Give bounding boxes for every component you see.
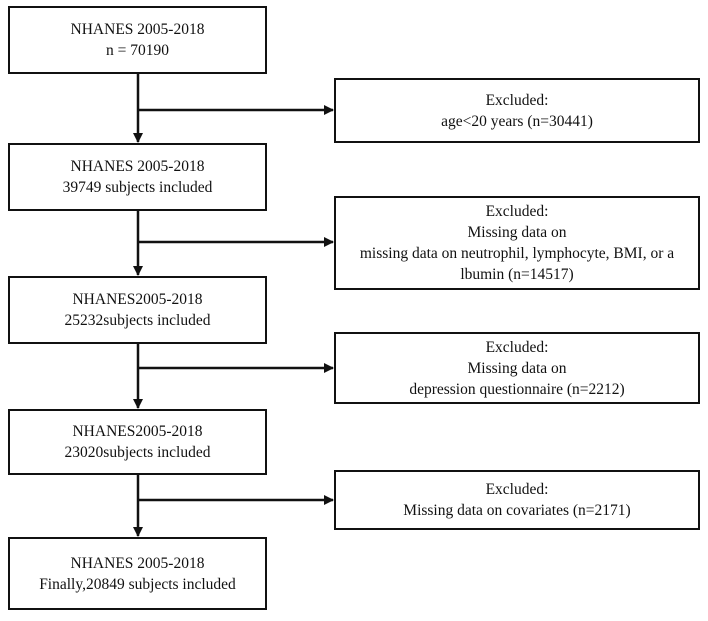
main-box-1-line-2: n = 70190 bbox=[106, 42, 169, 59]
excluded-box-2: Excluded: Missing data on missing data o… bbox=[334, 196, 700, 290]
excluded-box-4-line-2: Missing data on covariates (n=2171) bbox=[403, 502, 631, 519]
main-box-2-line-1: NHANES 2005-2018 bbox=[70, 158, 205, 175]
excluded-box-3-line-1: Excluded: bbox=[485, 338, 549, 356]
main-box-2-line-2: 39749 subjects included bbox=[62, 179, 213, 196]
excluded-box-4-line-1: Excluded: bbox=[485, 481, 549, 498]
main-box-2: NHANES 2005-2018 39749 subjects included bbox=[8, 143, 267, 211]
excluded-box-1: Excluded: age<20 years (n=30441) bbox=[334, 78, 700, 143]
main-box-3-line-2: 25232subjects included bbox=[64, 312, 211, 329]
excluded-box-2-line-1: Excluded: bbox=[485, 203, 549, 220]
excluded-box-4: Excluded: Missing data on covariates (n=… bbox=[334, 470, 700, 530]
excluded-box-3: Excluded: Missing data on depression que… bbox=[334, 332, 700, 404]
excluded-box-2-line-4: lbumin (n=14517) bbox=[460, 266, 574, 283]
excluded-box-2-line-3: missing data on neutrophil, lymphocyte, … bbox=[359, 245, 675, 262]
main-box-1-line-1: NHANES 2005-2018 bbox=[70, 21, 205, 38]
excluded-box-1-line-2: age<20 years (n=30441) bbox=[441, 112, 593, 130]
main-box-3: NHANES2005-2018 25232subjects included bbox=[8, 276, 267, 344]
excluded-box-3-line-2: Missing data on bbox=[467, 359, 567, 377]
main-box-5-line-2: Finally,20849 subjects included bbox=[39, 575, 236, 593]
excluded-box-2-line-2: Missing data on bbox=[467, 224, 567, 241]
main-box-5: NHANES 2005-2018 Finally,20849 subjects … bbox=[8, 537, 267, 610]
excluded-box-1-line-1: Excluded: bbox=[485, 91, 549, 109]
main-box-5-line-1: NHANES 2005-2018 bbox=[70, 554, 205, 572]
main-box-4-line-1: NHANES2005-2018 bbox=[72, 423, 203, 440]
main-box-1: NHANES 2005-2018 n = 70190 bbox=[8, 6, 267, 74]
main-box-3-line-1: NHANES2005-2018 bbox=[72, 291, 203, 308]
main-box-4-line-2: 23020subjects included bbox=[64, 444, 211, 461]
excluded-box-3-line-3: depression questionnaire (n=2212) bbox=[409, 380, 625, 398]
main-box-4: NHANES2005-2018 23020subjects included bbox=[8, 409, 267, 475]
